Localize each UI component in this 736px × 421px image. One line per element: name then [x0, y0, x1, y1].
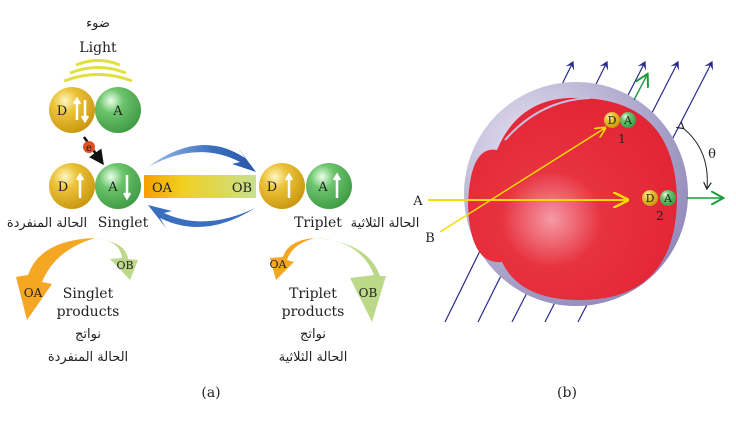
ray-b-label: B [425, 231, 435, 246]
light-waves-icon [63, 59, 133, 83]
light-label: Light [79, 40, 117, 56]
triplet-ob-label: OB [359, 286, 378, 300]
singlet-to-triplet-arrow [148, 144, 256, 172]
electron-icon [83, 141, 95, 153]
radical-pair-1: D A 1 [604, 112, 636, 146]
acceptor-label: A [107, 180, 118, 195]
interconversion-bar [144, 175, 256, 198]
light-ray-b [439, 128, 605, 233]
acceptor-label: A [663, 192, 673, 205]
pair-2-label: 2 [656, 209, 664, 223]
spin-up-icon [75, 172, 85, 198]
acceptor-label: A [317, 180, 328, 195]
singlet-oa-label: OA [24, 286, 43, 300]
donor-label: D [646, 192, 655, 205]
spin-up-icon [72, 96, 82, 120]
bar-oa-label: OA [152, 181, 173, 196]
caption-b: (b) [557, 385, 577, 401]
triplet-oa-arrow [270, 238, 315, 280]
triplet-oa-label: OA [270, 258, 288, 271]
triplet-acceptor-sphere: A [306, 163, 352, 209]
triplet-products-line2: products [282, 304, 345, 320]
singlet-donor-sphere: D [49, 163, 95, 209]
donor-label: D [608, 114, 617, 127]
bar-ob-label: OB [232, 181, 252, 196]
ray-a-label: A [412, 194, 423, 209]
triplet-products-line1: Triplet [289, 286, 337, 302]
electron-label: e [86, 143, 92, 154]
acceptor-label: A [623, 114, 633, 127]
panel-a: ضوء Light D A e D A OA [7, 16, 420, 401]
radical-pair-2: D A 2 [642, 190, 676, 223]
singlet-ob-label: OB [116, 259, 133, 272]
triplet-donor-sphere: D [259, 163, 305, 209]
spin-down-icon [122, 175, 132, 201]
field-direction-vector [633, 75, 647, 101]
donor-label: D [57, 104, 67, 119]
triplet-ob-arrow [315, 238, 386, 322]
singlet-oa-arrow [16, 238, 95, 320]
pair-1-label: 1 [618, 132, 626, 146]
spin-up-icon [284, 172, 294, 198]
acceptor-sphere: A [95, 87, 141, 133]
angle-arc-icon [683, 128, 707, 188]
donor-label: D [267, 180, 277, 195]
triplet-arabic-label: الحالة الثلاثية [351, 216, 420, 231]
singlet-acceptor-sphere: A [95, 163, 141, 209]
donor-label: D [58, 180, 68, 195]
angle-theta-label: θ [708, 147, 716, 162]
caption-a: (a) [201, 385, 220, 401]
triplet-products-arabic-line2: الحالة الثلاثية [279, 350, 348, 365]
donor-sphere: D [49, 87, 95, 133]
spin-up-icon [332, 172, 342, 198]
panel-b: A B D A 1 D A 2 θ (b) [412, 60, 722, 401]
spin-down-icon [80, 100, 90, 124]
singlet-products-line2: products [57, 304, 120, 320]
singlet-products-arabic-line2: الحالة المنفردة [48, 350, 128, 365]
eye-illustration [464, 82, 688, 306]
triplet-to-singlet-arrow [148, 205, 255, 228]
singlet-label: Singlet [98, 215, 149, 231]
singlet-products-line1: Singlet [63, 286, 114, 302]
singlet-ob-arrow [95, 238, 138, 280]
triplet-label: Triplet [294, 215, 342, 231]
acceptor-label: A [112, 104, 123, 119]
triplet-products-arabic-line1: نواتج [300, 327, 326, 342]
singlet-products-arabic-line1: نواتج [75, 327, 101, 342]
singlet-arabic-label: الحالة المنفردة [7, 216, 87, 231]
light-arabic-label: ضوء [86, 16, 110, 31]
